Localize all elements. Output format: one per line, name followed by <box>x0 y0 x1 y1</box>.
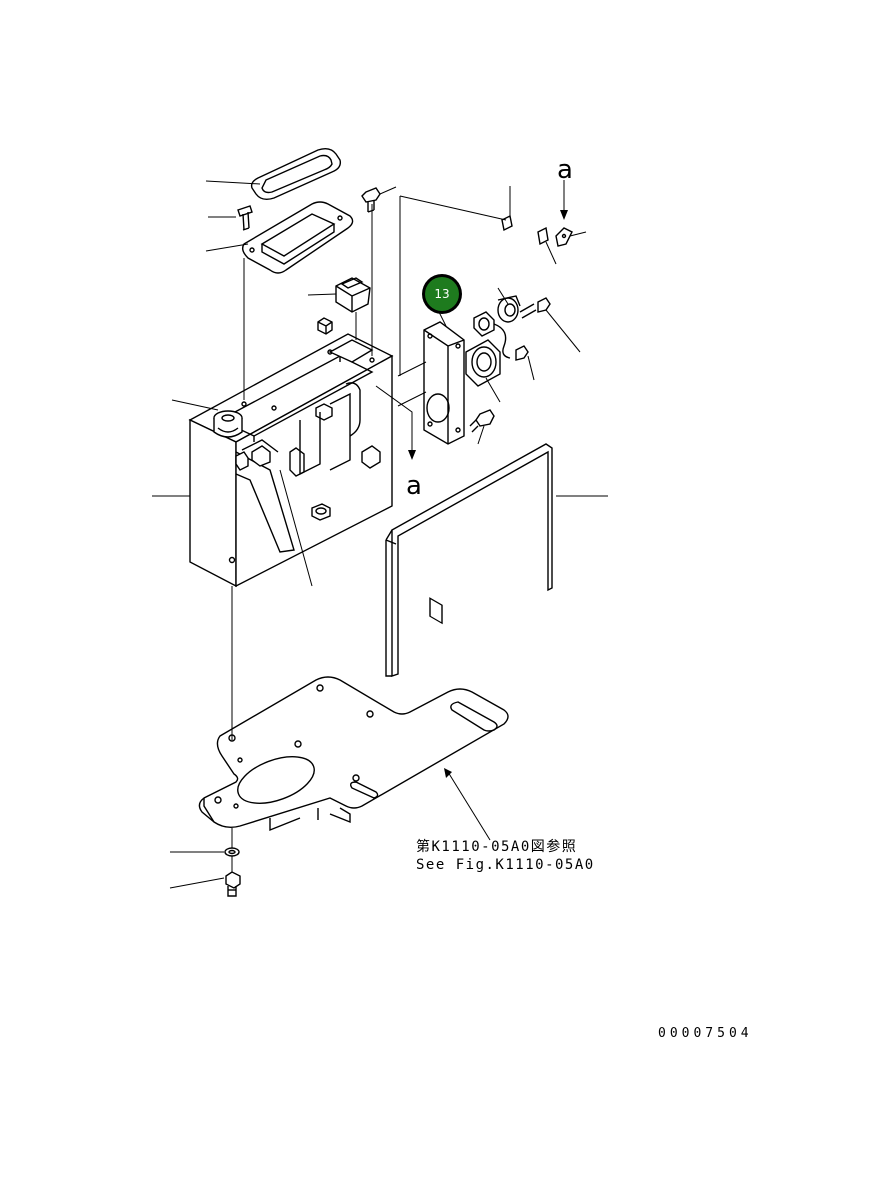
reference-jp: 第K1110-05A0図参照 <box>416 838 577 855</box>
view-letter-bottom: a <box>406 471 422 501</box>
seal-strip <box>385 443 553 677</box>
screw-small <box>237 205 253 231</box>
bolt-bottom <box>225 871 241 897</box>
leader-lines <box>152 180 608 889</box>
view-letter-top: a <box>557 155 573 185</box>
rocker-switch <box>335 277 371 313</box>
clip-pieces <box>501 214 573 247</box>
screw-small-right <box>515 345 535 381</box>
cap-nut <box>497 295 521 323</box>
connector-knob <box>213 410 243 438</box>
mounting-plate <box>423 321 465 625</box>
small-cube <box>317 317 333 335</box>
bolt-top <box>361 186 397 213</box>
bolt-lower <box>469 409 495 445</box>
washer <box>224 847 240 857</box>
receptacle <box>473 311 511 359</box>
assembly-lines <box>231 180 568 872</box>
reference-en: See Fig.K1110-05A0 <box>416 857 595 873</box>
screw-right <box>519 297 581 353</box>
top-gasket <box>250 147 342 201</box>
tray-cover <box>241 201 354 274</box>
drawing-number: 00007504 <box>658 1026 753 1041</box>
callout-fill <box>425 277 459 311</box>
main-box <box>188 333 394 588</box>
callout-number: 13 <box>434 287 449 301</box>
round-socket <box>465 339 501 387</box>
callout-13[interactable]: 13 <box>422 274 462 314</box>
box-clips <box>235 445 271 471</box>
base-plate <box>198 676 509 832</box>
